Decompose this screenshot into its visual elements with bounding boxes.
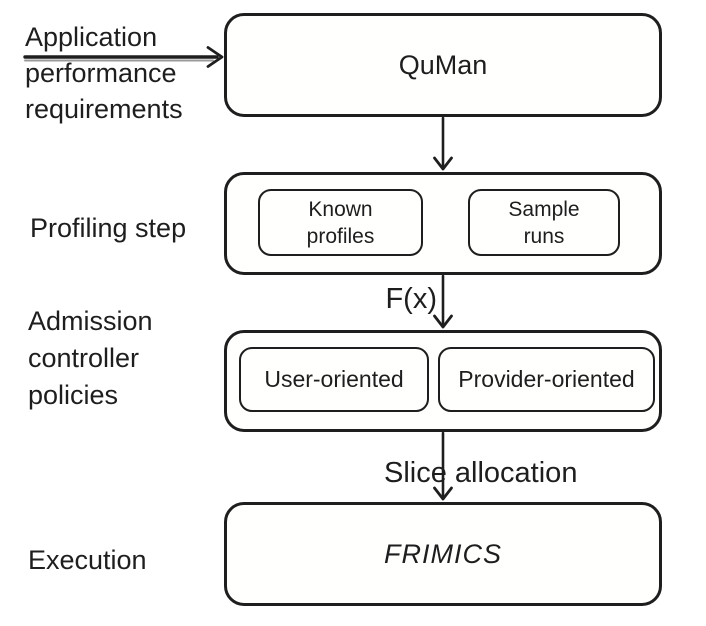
label-line-policies: policies — [28, 380, 119, 410]
node-profiling-container: Known profiles Sample runs — [224, 172, 662, 275]
node-known-profiles: Known profiles — [258, 189, 423, 256]
node-known-profiles-line2: profiles — [306, 224, 375, 248]
node-provider-oriented-label: Provider-oriented — [458, 366, 635, 392]
node-sample-runs-line2: runs — [523, 224, 565, 248]
node-frimics: FRIMICS — [224, 502, 662, 606]
node-provider-oriented: Provider-oriented — [438, 347, 655, 412]
arrow-profiling-to-admission — [433, 274, 453, 329]
label-application-performance-requirements: Application performance requirements — [25, 19, 183, 127]
edge-label-fx: F(x) — [385, 283, 437, 315]
label-line-admission: Admission — [28, 306, 153, 336]
node-admission-container: User-oriented Provider-oriented — [224, 330, 662, 432]
arrow-quman-to-profiling — [433, 116, 453, 171]
node-quman: QuMan — [224, 13, 662, 117]
label-admission-controller-policies: Admission controller policies — [28, 303, 153, 414]
edge-label-slice-allocation: Slice allocation — [384, 457, 578, 489]
label-line-performance: performance — [25, 58, 177, 88]
label-profiling-step: Profiling step — [30, 213, 187, 243]
label-execution: Execution — [28, 545, 147, 575]
node-frimics-label: FRIMICS — [384, 538, 502, 569]
node-sample-runs-line1: Sample — [508, 197, 580, 221]
label-line-requirements: requirements — [25, 94, 183, 124]
node-user-oriented-label: User-oriented — [264, 366, 404, 392]
node-quman-label: QuMan — [398, 49, 488, 80]
node-user-oriented: User-oriented — [239, 347, 429, 412]
node-sample-runs: Sample runs — [468, 189, 620, 256]
label-line-controller: controller — [28, 343, 140, 373]
label-line-application: Application — [25, 22, 158, 52]
node-known-profiles-line1: Known — [308, 197, 373, 221]
